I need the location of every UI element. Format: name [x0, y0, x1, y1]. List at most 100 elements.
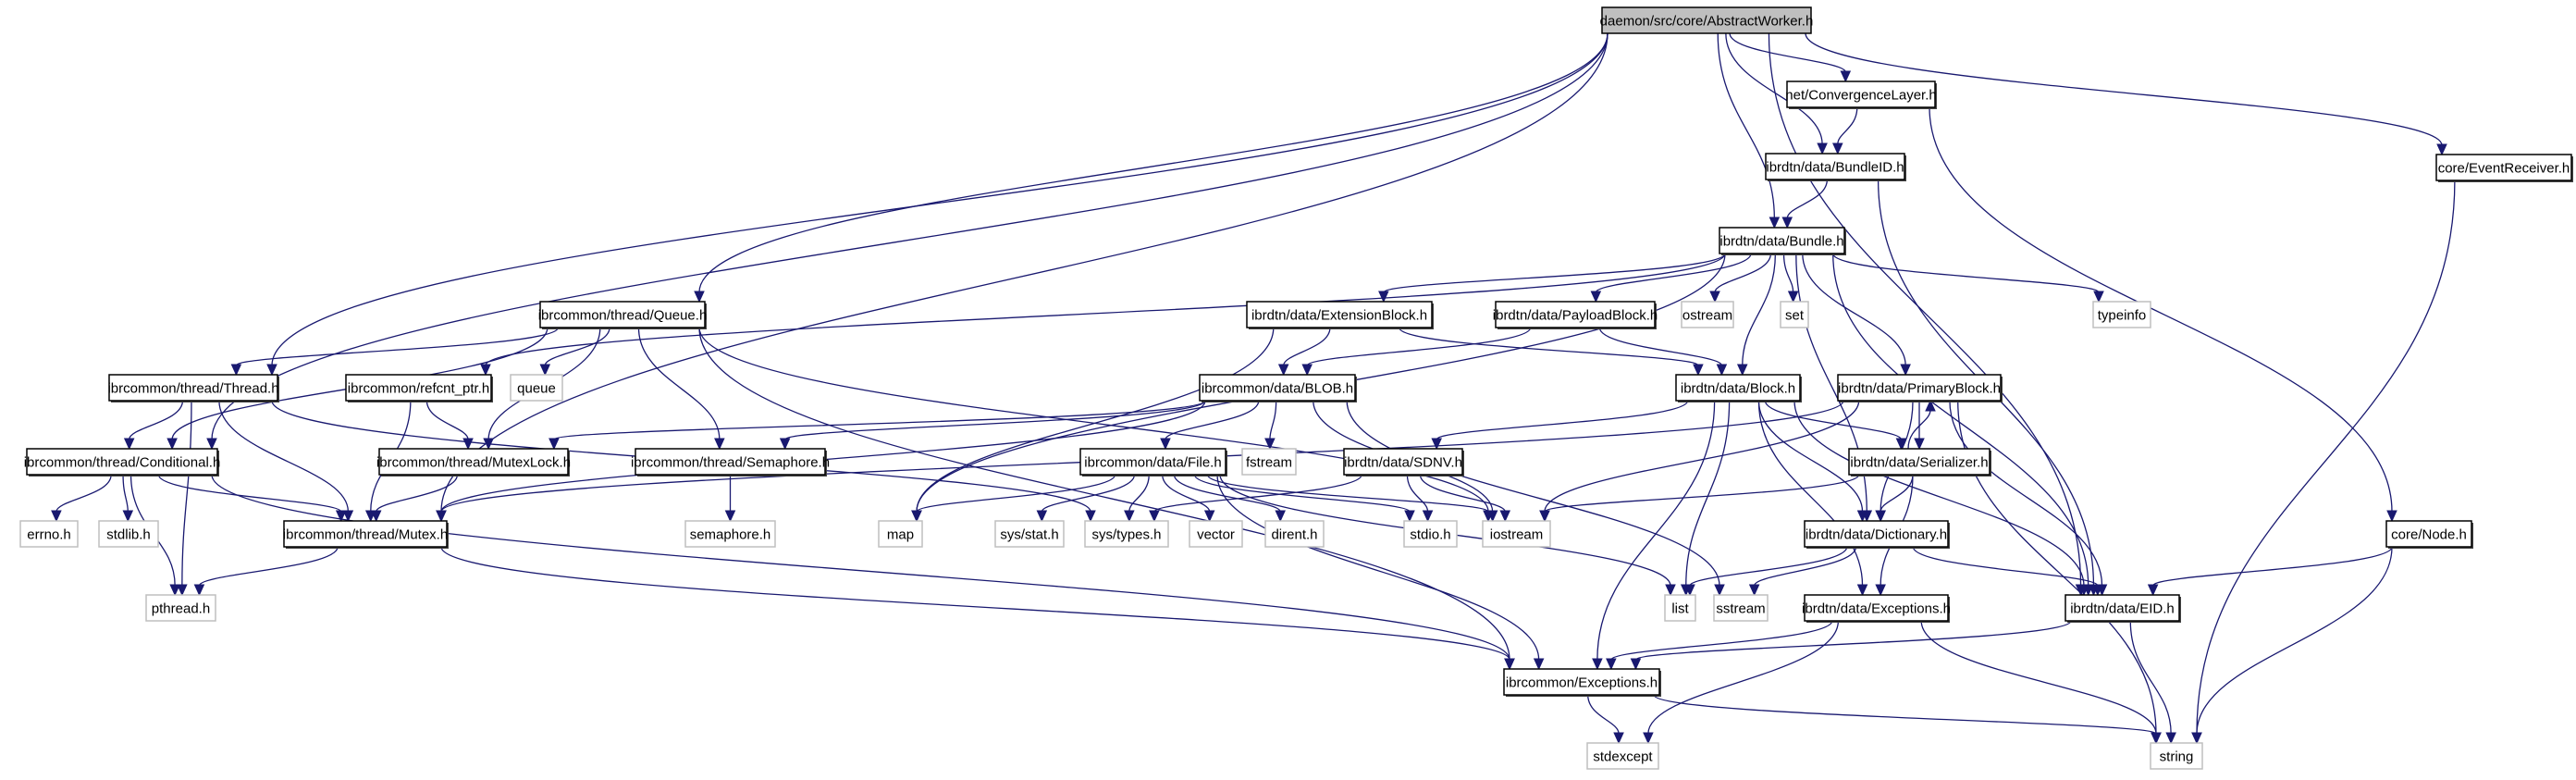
arrowhead-icon: [911, 510, 922, 523]
arrowhead-icon: [1925, 399, 1936, 412]
project-header-node[interactable]: ibrdtn/data/Serializer.h: [1848, 448, 1991, 477]
node-label: ibrcommon/thread/Thread.h: [107, 381, 278, 397]
edge-queue-to-thread: [230, 327, 560, 377]
edge-blob-to-sema: [779, 400, 1206, 451]
project-header-node[interactable]: core/EventReceiver.h: [2435, 154, 2573, 182]
arrowhead-icon: [1301, 364, 1313, 377]
project-header-node[interactable]: ibrcommon/thread/Semaphore.h: [631, 448, 830, 477]
arrowhead-icon: [714, 438, 725, 451]
system-header-node: errno.h: [19, 520, 79, 548]
arrowhead-icon: [266, 364, 277, 377]
edge-primary-to-serial: [1914, 400, 1925, 451]
project-header-node[interactable]: net/ConvergenceLayer.h: [1785, 80, 1937, 109]
edge-line: [1653, 694, 2157, 735]
arrowhead-icon: [2147, 584, 2159, 597]
project-header-node[interactable]: ibrcommon/thread/MutexLock.h: [376, 448, 571, 477]
node-box: [345, 374, 492, 402]
project-header-node[interactable]: ibrdtn/data/Exceptions.h: [1802, 594, 1951, 623]
node-label: ibrcommon/thread/Queue.h: [538, 308, 708, 324]
system-header-node: sstream: [1713, 594, 1769, 622]
edge-bundle-to-block: [1736, 253, 1777, 377]
project-header-node[interactable]: ibrdtn/data/Bundle.h: [1719, 227, 1846, 255]
edge-line: [129, 400, 184, 440]
edge-primary-to-iostream: [1539, 400, 1860, 523]
edge-line: [1193, 474, 1411, 513]
edge-line: [1757, 400, 1864, 587]
project-header-node[interactable]: ibrcommon/thread/Mutex.h: [283, 520, 449, 549]
edge-line: [1544, 474, 1860, 513]
arrowhead-icon: [1124, 510, 1135, 523]
project-header-node[interactable]: ibrdtn/data/PrimaryBlock.h: [1837, 374, 2003, 402]
node-box: [1804, 520, 1949, 548]
node-label: sys/stat.h: [1000, 527, 1058, 543]
arrowhead-icon: [1275, 510, 1286, 523]
arrowhead-icon: [1716, 364, 1728, 377]
project-header-node[interactable]: ibrcommon/Exceptions.h: [1503, 668, 1661, 697]
node-label: ibrdtn/data/ExtensionBlock.h: [1251, 308, 1427, 324]
edge-line: [1383, 253, 1726, 293]
system-header-node: sys/stat.h: [994, 520, 1065, 548]
project-header-node[interactable]: ibrdtn/data/BundleID.h: [1765, 153, 1906, 181]
project-header-node[interactable]: ibrdtn/data/Dictionary.h: [1804, 520, 1950, 549]
project-header-node[interactable]: ibrdtn/data/SDNV.h: [1343, 448, 1464, 477]
arrowhead-icon: [1693, 364, 1704, 377]
node-label: map: [887, 527, 914, 543]
root-file-node[interactable]: daemon/src/core/AbstractWorker.h: [1600, 6, 1814, 34]
system-header-node: sys/types.h: [1084, 520, 1169, 548]
edge-file-to-map: [911, 474, 1116, 523]
edge-block-to-sdnv: [1431, 400, 1689, 451]
node-box: [1495, 301, 1656, 328]
project-header-node[interactable]: ibrdtn/data/Block.h: [1675, 374, 1802, 402]
node-label: core/Node.h: [2391, 527, 2467, 543]
arrowhead-icon: [1431, 438, 1442, 451]
project-header-node[interactable]: ibrcommon/thread/Conditional.h: [24, 448, 221, 477]
edge-line: [55, 474, 112, 513]
edge-line: [271, 32, 1608, 366]
node-box: [1241, 448, 1297, 476]
arrowhead-icon: [1499, 510, 1511, 523]
edge-bundle-to-typeinfo: [1831, 253, 2104, 303]
edge-block-to-dict: [1757, 400, 1868, 523]
edge-line: [425, 400, 469, 440]
project-header-node[interactable]: ibrdtn/data/PayloadBlock.h: [1493, 301, 1658, 329]
project-header-node[interactable]: ibrdtn/data/EID.h: [2064, 594, 2181, 623]
project-header-node[interactable]: ibrcommon/thread/Queue.h: [538, 301, 708, 329]
edge-block-to-cexc: [1592, 400, 1716, 671]
node-label: ibrdtn/data/BundleID.h: [1766, 160, 1904, 176]
edge-file-to-cexc: [1216, 474, 1545, 671]
arrowhead-icon: [1817, 142, 1828, 155]
edge-line: [1742, 253, 1777, 366]
edge-dexc-to-stdexcept: [1643, 620, 1840, 745]
project-header-node[interactable]: ibrcommon/data/File.h: [1079, 448, 1227, 477]
edge-bundle-to-payload: [1590, 253, 1752, 303]
edge-thread-to-pthread: [177, 400, 192, 597]
edge-ext-to-block: [1399, 327, 1704, 377]
project-header-node[interactable]: ibrcommon/data/BLOB.h: [1199, 374, 1357, 402]
node-box: [1765, 153, 1905, 180]
node-box: [1601, 6, 1812, 34]
project-header-node[interactable]: ibrcommon/refcnt_ptr.h: [345, 374, 493, 402]
edge-mlock-to-mutex: [370, 474, 459, 523]
edge-sema-to-semah: [724, 475, 736, 523]
project-header-node[interactable]: ibrdtn/data/ExtensionBlock.h: [1246, 301, 1434, 329]
node-label: ibrdtn/data/Serializer.h: [1850, 455, 1988, 471]
node-label: ibrcommon/data/File.h: [1084, 455, 1221, 471]
edge-line: [1725, 32, 1823, 145]
project-header-node[interactable]: core/Node.h: [2385, 520, 2473, 549]
edge-block-to-serial: [1764, 400, 1907, 451]
node-label: set: [1785, 308, 1805, 324]
node-label: queue: [517, 381, 556, 397]
arrowhead-icon: [2078, 584, 2089, 597]
edge-line: [440, 32, 1608, 513]
edge-line: [1596, 400, 1716, 661]
edge-sdnv-to-systypes: [1149, 474, 1362, 523]
edge-line: [485, 253, 1726, 366]
edge-cl-to-bid: [1832, 106, 1858, 155]
edge-dict-to-list: [1684, 546, 1848, 597]
project-header-node[interactable]: ibrcommon/thread/Thread.h: [107, 374, 279, 402]
system-header-node: stdexcept: [1586, 742, 1659, 770]
arrowhead-icon: [1748, 584, 1760, 597]
edge-bundle-to-ext: [1378, 253, 1726, 303]
arrowhead-icon: [1900, 364, 1911, 377]
